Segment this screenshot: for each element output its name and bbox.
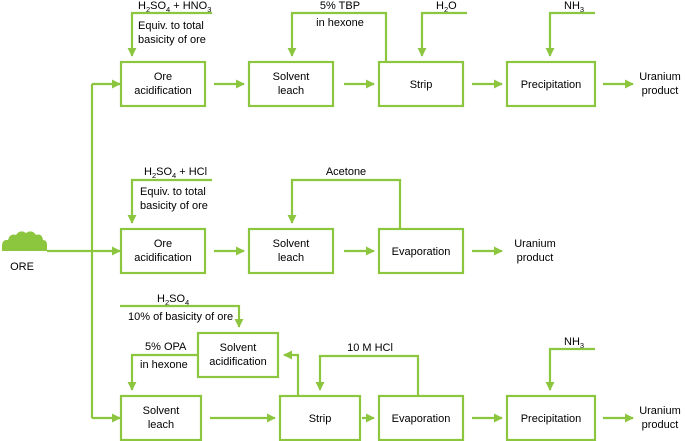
reagent-arrow	[127, 11, 212, 57]
ore-acidification-box: Ore acidification	[119, 60, 207, 108]
recycle-arrow	[287, 11, 388, 62]
reagent-arrow	[545, 347, 595, 391]
reagent-arrow	[545, 11, 595, 57]
strip-box: Strip	[278, 394, 362, 441]
reagent-note: in hexone	[140, 359, 188, 371]
box-label: Precipitation	[521, 413, 582, 425]
box-label: acidification	[209, 356, 266, 368]
box-label: Evaporation	[392, 413, 451, 425]
reagent-water-formula: H2O	[436, 0, 457, 14]
reagent-ammonia-formula: NH3	[564, 0, 584, 14]
solvent-leach-box: Solvent leach	[247, 227, 335, 275]
recycle-arrow	[127, 353, 198, 391]
solvent-leach-box: Solvent leach	[247, 60, 335, 108]
box-label: Solvent	[143, 405, 180, 417]
ore-acidification-box: Ore acidification	[119, 227, 207, 275]
strip-box: Strip	[377, 60, 465, 108]
product-label: product	[642, 419, 679, 431]
box-label: Strip	[410, 79, 433, 91]
recycle-arrow	[287, 178, 402, 229]
box-label: leach	[148, 419, 174, 431]
reagent-note: basicity of ore	[140, 200, 208, 212]
box-label: Evaporation	[392, 246, 451, 258]
box-label: leach	[278, 85, 304, 97]
ore-label: ORE	[10, 261, 34, 273]
evaporation-box: Evaporation	[377, 227, 465, 275]
reagent-ammonia-formula: NH3	[564, 336, 584, 350]
recycle-arrow	[283, 350, 300, 396]
reagent-acid-formula: H2SO4 + HCl	[144, 166, 207, 180]
recycle-label: Acetone	[326, 166, 366, 178]
recycle-label: 5% TBP	[320, 0, 360, 12]
box-label: acidification	[134, 252, 191, 264]
reagent-note: 5% OPA	[145, 341, 187, 353]
product-label: product	[642, 85, 679, 97]
box-label: Strip	[309, 413, 332, 425]
reagent-note: 10% of basicity of ore	[128, 311, 233, 323]
reagent-acid-formula: H2SO4	[157, 293, 189, 307]
box-label: acidification	[134, 85, 191, 97]
evaporation-box: Evaporation	[377, 394, 465, 441]
box-label: Solvent	[273, 238, 310, 250]
precipitation-box: Precipitation	[505, 60, 597, 108]
solvent-leach-box: Solvent leach	[119, 394, 203, 441]
box-label: Precipitation	[521, 79, 582, 91]
reagent-note: basicity of ore	[138, 34, 206, 46]
box-label: Solvent	[273, 71, 310, 83]
box-label: leach	[278, 252, 304, 264]
recycle-label: in hexone	[316, 17, 364, 29]
reagent-arrow	[127, 178, 212, 224]
ore-pile-icon	[2, 231, 47, 251]
reagent-note: Equiv. to total	[138, 20, 204, 32]
recycle-arrow	[315, 354, 420, 396]
reagent-note: Equiv. to total	[140, 186, 206, 198]
product-label: Uranium	[514, 238, 556, 250]
precipitation-box: Precipitation	[505, 394, 597, 441]
product-label: Uranium	[639, 71, 681, 83]
recycle-label: 10 M HCl	[347, 342, 393, 354]
reagent-arrow	[120, 304, 244, 328]
box-label: Solvent	[220, 342, 257, 354]
product-label: Uranium	[639, 405, 681, 417]
solvent-acidification-box: Solvent acidification	[196, 331, 280, 379]
reagent-arrow	[417, 11, 467, 57]
box-label: Ore	[154, 238, 172, 250]
product-label: product	[517, 252, 554, 264]
box-label: Ore	[154, 71, 172, 83]
reagent-acid-formula: H2SO4 + HNO3	[138, 0, 211, 14]
